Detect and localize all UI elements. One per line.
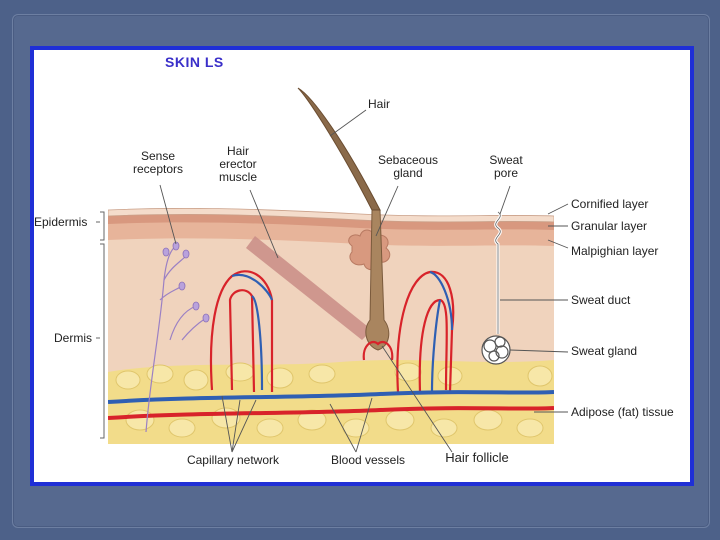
slide-title: SKIN LS bbox=[165, 54, 224, 70]
label-blood-vessels: Blood vessels bbox=[318, 454, 418, 467]
sweat-gland-coil bbox=[482, 336, 510, 364]
label-sweat-gland: Sweat gland bbox=[571, 345, 687, 358]
label-malpighian-layer: Malpighian layer bbox=[571, 245, 687, 258]
label-adipose-tissue: Adipose (fat) tissue bbox=[571, 406, 687, 419]
label-sense-receptors: Sense receptors bbox=[118, 150, 198, 176]
label-cornified-layer: Cornified layer bbox=[571, 198, 687, 211]
label-capillary-network: Capillary network bbox=[174, 454, 292, 467]
label-hair-erector-muscle: Hair erector muscle bbox=[206, 145, 270, 184]
label-epidermis: Epidermis bbox=[34, 216, 98, 229]
label-sweat-duct: Sweat duct bbox=[571, 294, 687, 307]
layer-brackets bbox=[96, 212, 104, 438]
label-granular-layer: Granular layer bbox=[571, 220, 687, 233]
label-dermis: Dermis bbox=[54, 332, 98, 345]
label-sweat-pore: Sweat pore bbox=[478, 154, 534, 180]
label-hair-follicle: Hair follicle bbox=[434, 451, 520, 464]
label-sebaceous-gland: Sebaceous gland bbox=[366, 154, 450, 180]
label-hair: Hair bbox=[352, 98, 406, 111]
